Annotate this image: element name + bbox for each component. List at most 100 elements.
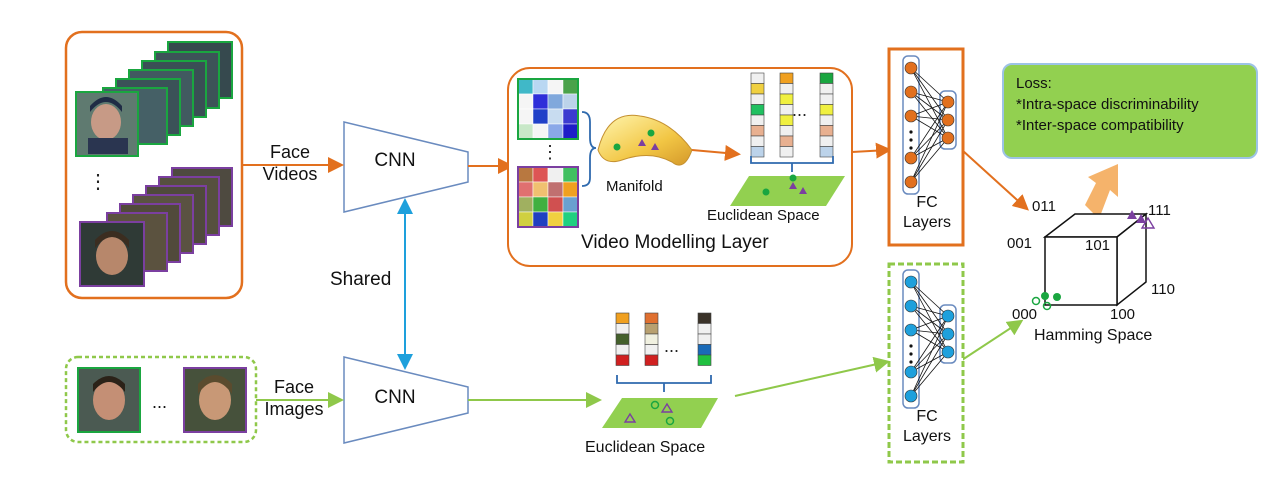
video-frames-bottom [79, 167, 233, 287]
cnn-video-label: CNN [374, 150, 416, 171]
matrix-cell [562, 108, 579, 125]
matrix-cell [547, 108, 564, 125]
matrix-cell [562, 211, 579, 228]
images-ellipsis: ... [152, 392, 168, 412]
face-images-label: Face Images [262, 376, 326, 420]
vector-cell [819, 146, 834, 158]
fc-connection [910, 329, 949, 353]
fc-layers-video-box [887, 47, 965, 247]
fc-video-label: FC Layers [889, 193, 965, 233]
vector-cell [750, 83, 765, 95]
vector-cell [779, 83, 794, 95]
matrix-cell [547, 181, 564, 198]
vector-cell [697, 323, 712, 335]
image-euclidean-point [650, 400, 660, 410]
covariance-matrix-bottom [517, 166, 579, 228]
fc-video-to-hamming-arrow [961, 149, 1029, 211]
fc-image-label-line2: Layers [902, 428, 952, 445]
vertex-101: 101 [1085, 237, 1111, 254]
matrix-cell [562, 181, 579, 198]
video-euclidean-label: Euclidean Space [707, 207, 820, 224]
vertex-111: 111 [1148, 202, 1171, 219]
matrix-cell [562, 93, 579, 110]
image-euclidean-plane [602, 398, 718, 428]
matrix-cell [517, 123, 534, 140]
image-feature-vectors [615, 312, 712, 366]
vector-cell [819, 72, 834, 84]
vector-cell [750, 72, 765, 84]
fc-dot [909, 138, 913, 142]
image-euclidean-triangle [623, 412, 637, 423]
vertex-110: 110 [1151, 281, 1175, 298]
matrix-cell [532, 166, 549, 183]
matrix-cell [532, 196, 549, 213]
matrix-cell [547, 93, 564, 110]
fc-image-to-hamming-arrow [961, 319, 1024, 361]
hamming-point-open [1042, 301, 1052, 311]
vector-cell [644, 323, 659, 335]
fc-image-label: FC Layers [889, 407, 965, 447]
vector-cell [697, 312, 712, 324]
euclidean-triangle [789, 182, 797, 189]
fc-node [904, 175, 918, 189]
manifold-triangle [651, 143, 659, 150]
vector-cell [615, 354, 630, 366]
video-modelling-box [507, 67, 853, 267]
face-images-box [64, 355, 258, 444]
manifold-label: Manifold [606, 178, 663, 195]
fc-layer-frame [902, 55, 920, 195]
vector-cell [779, 125, 794, 137]
image-vector-ellipsis: ... [664, 336, 679, 356]
image-euclidean-label: Euclidean Space [585, 439, 706, 456]
vector-cell [819, 114, 834, 126]
face-image-2 [183, 367, 247, 433]
matrix-cell [517, 181, 534, 198]
covariance-matrix-top [517, 78, 579, 140]
fc-network-image [902, 269, 957, 409]
fc-layer-frame [902, 269, 920, 409]
manifold-to-vectors-arrow [691, 144, 741, 161]
vector-cell [750, 125, 765, 137]
matrix-cell [517, 78, 534, 95]
fc-video-label-line1: FC [916, 194, 938, 211]
hamming-point [1053, 293, 1061, 301]
fc-image-label-line1: FC [916, 408, 938, 425]
vector-cell [819, 135, 834, 147]
fc-connection [910, 137, 949, 183]
vector-cell [819, 83, 834, 95]
matrix-cell [532, 123, 549, 140]
fc-connection [910, 91, 949, 103]
fc-node [904, 151, 918, 165]
vector-cell [779, 135, 794, 147]
fc-connection [910, 67, 949, 103]
matrix-cell [532, 78, 549, 95]
manifold-surface [597, 114, 693, 166]
fc-connection [910, 333, 949, 397]
video-frames-top [75, 41, 233, 157]
matrix-cell [547, 123, 564, 140]
matrix-cell [517, 93, 534, 110]
fc-connection [910, 119, 949, 183]
fc-node [941, 131, 955, 145]
matrix-cell [532, 181, 549, 198]
hamming-cube [1031, 210, 1156, 311]
fc-connection [910, 315, 949, 397]
video-feature-vectors [750, 72, 834, 158]
hamming-triangle [1136, 214, 1146, 223]
fc-node [941, 113, 955, 127]
matrix-cell [547, 196, 564, 213]
matrix-ellipsis: ⋮ [541, 142, 559, 162]
vertex-001: 001 [1007, 235, 1033, 252]
euclidean-point [762, 188, 770, 196]
vertex-011: 011 [1032, 198, 1056, 215]
fc-connection [910, 333, 949, 373]
matrix-cell [562, 123, 579, 140]
fc-node [904, 365, 918, 379]
fc-connection [910, 351, 949, 373]
matrix-cell [532, 211, 549, 228]
fc-connection [910, 315, 949, 331]
fc-node [904, 275, 918, 289]
vector-cell [819, 93, 834, 105]
matrix-cell [562, 166, 579, 183]
fc-connection [910, 351, 949, 397]
